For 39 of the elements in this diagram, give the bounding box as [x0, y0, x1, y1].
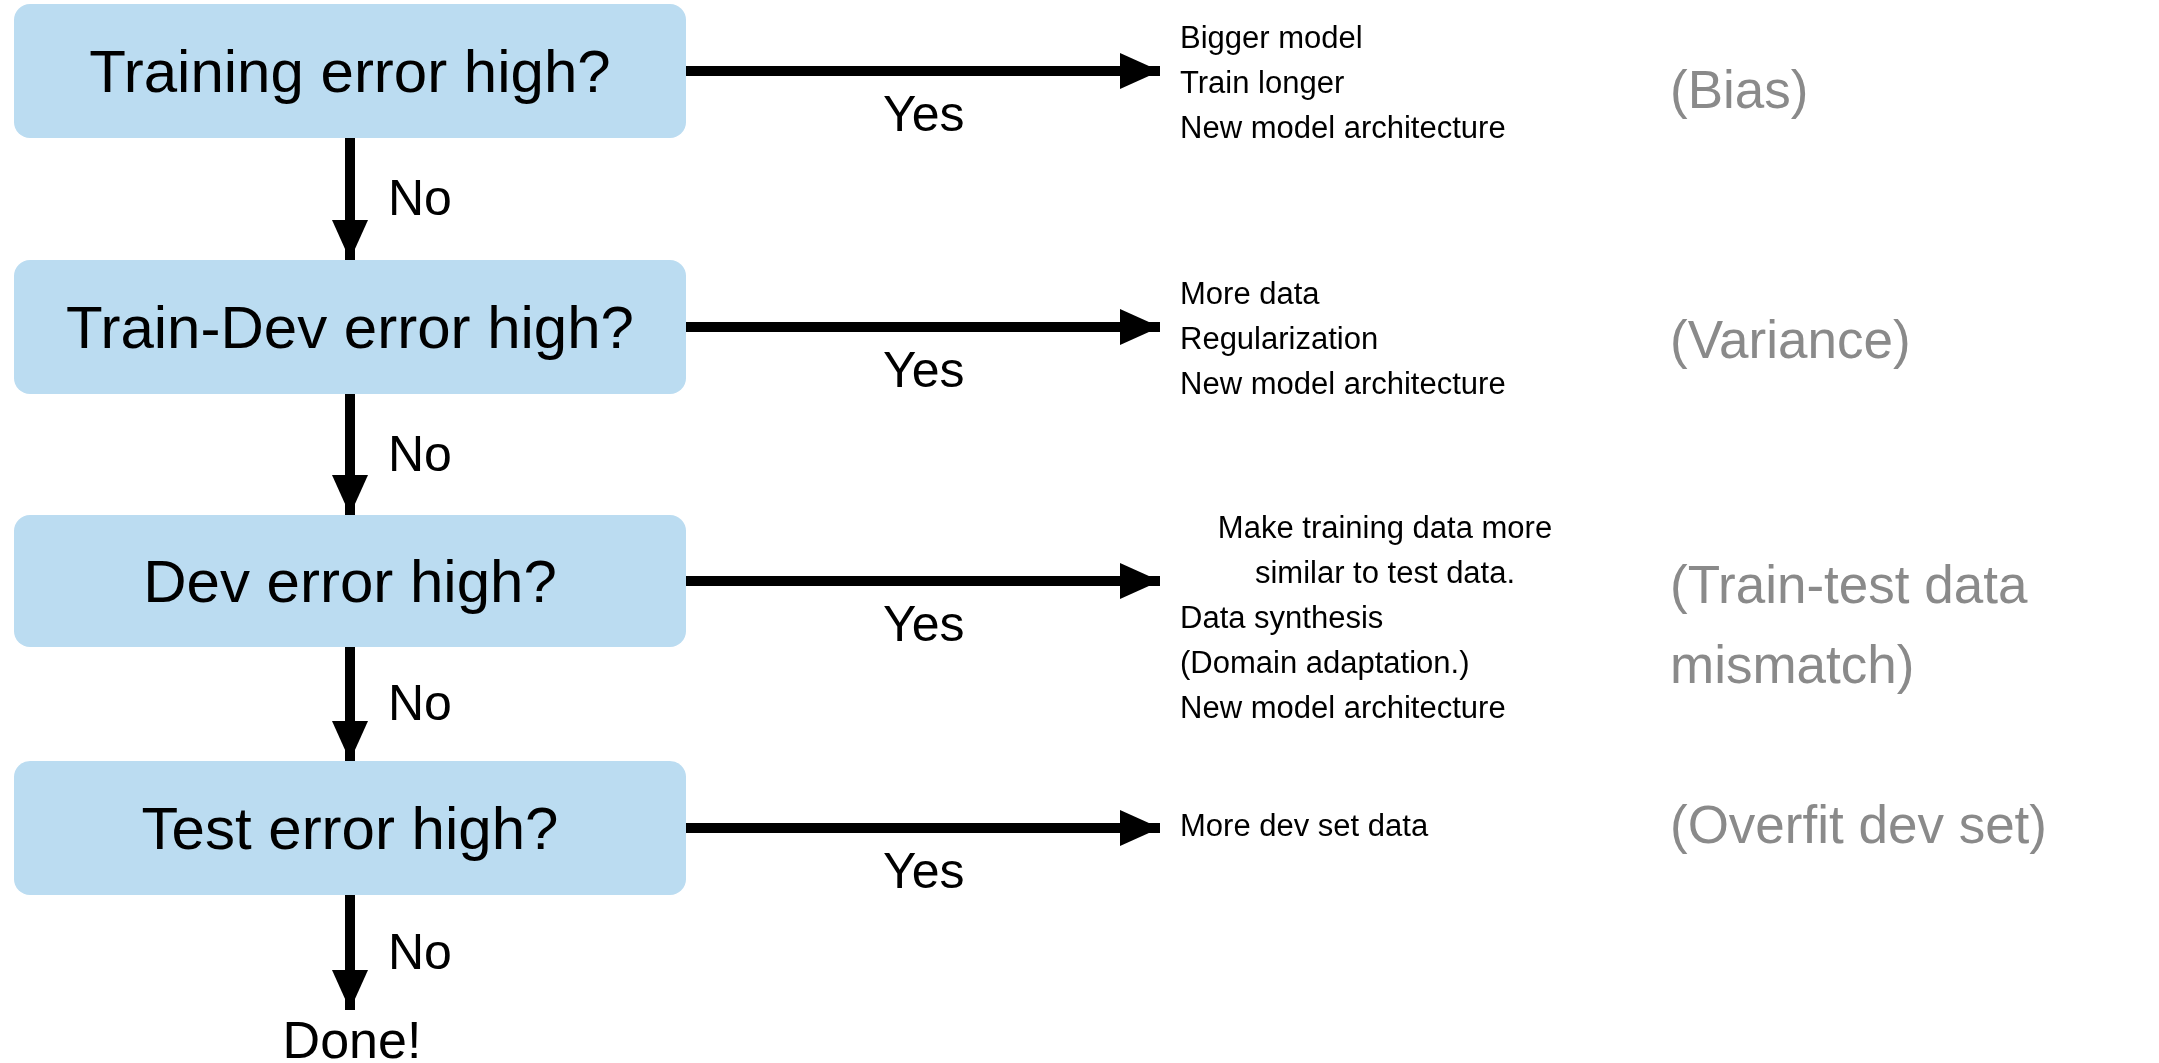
diagnosis-label: (Bias)	[1670, 59, 1810, 121]
edge-label: No	[388, 169, 452, 227]
end-text: Done!	[282, 1010, 422, 1063]
question-text: Test error high?	[141, 793, 559, 863]
edge-label: Yes	[883, 85, 965, 143]
remedy-text: New model architecture	[1180, 689, 1506, 727]
remedy-text: New model architecture	[1180, 109, 1506, 147]
decision-box	[14, 4, 686, 138]
remedy-text: More data	[1180, 275, 1320, 313]
arrow	[686, 309, 1160, 345]
edge-label: Yes	[883, 341, 965, 399]
edge-label: No	[388, 922, 452, 981]
question-text: Dev error high?	[143, 546, 557, 616]
decision-box	[14, 260, 686, 394]
decision-box	[14, 761, 686, 895]
question-text: Train-Dev error high?	[66, 292, 634, 362]
edge-label: No	[388, 424, 452, 483]
remedy-text: Bigger model	[1180, 19, 1363, 57]
question-text: Training error high?	[89, 36, 611, 106]
arrow	[686, 53, 1160, 89]
edge-label: No	[388, 674, 452, 732]
edge-label: Yes	[883, 842, 965, 900]
remedy-text: Data synthesis (Domain adaptation.)	[1180, 599, 1471, 682]
arrow	[332, 895, 368, 1010]
arrow	[332, 394, 368, 515]
diagnosis-label: (Train-test data mismatch)	[1670, 554, 2029, 696]
arrow	[332, 647, 368, 761]
remedy-text: Train longer	[1180, 64, 1345, 102]
arrow	[332, 138, 368, 260]
remedy-text: New model architecture	[1180, 365, 1506, 403]
diagnosis-label: (Overfit dev set)	[1670, 794, 2048, 856]
diagnosis-label: (Variance)	[1670, 309, 1912, 371]
decision-box	[14, 515, 686, 647]
edge-label: Yes	[883, 595, 965, 653]
remedy-text: More dev set data	[1180, 807, 1429, 845]
remedy-text: Make training data more similar to test data.	[1216, 509, 1554, 592]
arrow	[686, 810, 1160, 846]
arrow	[686, 563, 1160, 599]
remedy-text: Regularization	[1180, 320, 1379, 358]
